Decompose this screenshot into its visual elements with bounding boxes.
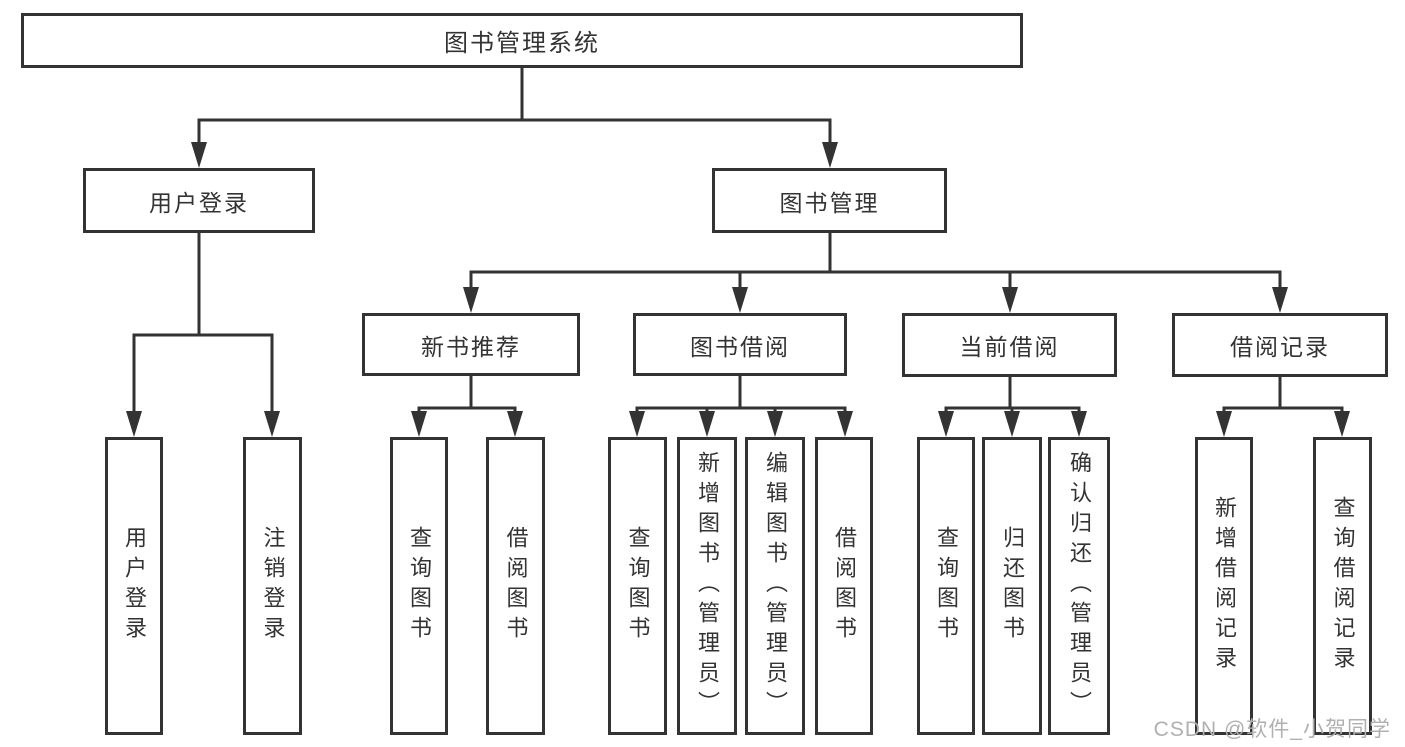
node-leaf-query-book-1: 查询图书	[390, 437, 448, 735]
node-label: 借阅图书	[832, 526, 857, 646]
node-user-login: 用户登录	[83, 168, 315, 233]
node-label: 借阅图书	[503, 526, 529, 646]
node-label: 新增借阅记录	[1212, 496, 1237, 676]
node-label: 当前借阅	[959, 334, 1060, 360]
node-label: 编辑图书（管理员）	[763, 451, 788, 721]
node-label: 新书推荐	[421, 333, 521, 360]
csdn-watermark: CSDN @软件_小贺同学	[1153, 718, 1391, 741]
node-label: 新增图书（管理员）	[695, 451, 720, 721]
node-label: 查询图书	[934, 526, 959, 646]
node-leaf-query-book-3: 查询图书	[917, 437, 975, 735]
node-label: 确认归还（管理员）	[1067, 451, 1092, 721]
node-label: 用户登录	[149, 189, 249, 216]
node-label: 查询借阅记录	[1330, 496, 1356, 676]
node-leaf-add-borrow-record: 新增借阅记录	[1195, 437, 1253, 735]
node-label: 借阅记录	[1230, 334, 1330, 360]
node-leaf-borrow-book-2: 借阅图书	[815, 437, 873, 735]
node-label: 图书管理	[779, 189, 880, 216]
node-leaf-user-login: 用户登录	[105, 437, 163, 735]
node-label: 用户登录	[122, 526, 147, 646]
node-label: 归还图书	[1000, 526, 1025, 646]
node-label: 查询图书	[625, 526, 651, 646]
node-leaf-logout: 注销登录	[243, 437, 302, 735]
node-label: 注销登录	[260, 526, 286, 646]
node-book-borrowing: 图书借阅	[633, 313, 847, 376]
node-leaf-add-book-admin: 新增图书（管理员）	[677, 437, 737, 735]
node-leaf-confirm-return-admin: 确认归还（管理员）	[1048, 437, 1110, 735]
node-leaf-query-book-2: 查询图书	[608, 437, 667, 735]
node-leaf-edit-book-admin: 编辑图书（管理员）	[745, 437, 805, 735]
node-label: 查询图书	[407, 526, 432, 646]
node-leaf-query-borrow-record: 查询借阅记录	[1313, 437, 1372, 735]
node-leaf-borrow-book-1: 借阅图书	[486, 437, 545, 735]
arrowheads	[126, 142, 1350, 437]
node-label: 图书借阅	[690, 333, 790, 360]
node-borrowing-records: 借阅记录	[1172, 313, 1388, 377]
node-new-book-recommend: 新书推荐	[362, 313, 580, 376]
node-leaf-return-book: 归还图书	[982, 437, 1042, 735]
node-root: 图书管理系统	[21, 13, 1023, 68]
node-book-management: 图书管理	[712, 168, 947, 233]
node-label: 图书管理系统	[444, 30, 600, 57]
node-current-borrowing: 当前借阅	[902, 313, 1117, 377]
